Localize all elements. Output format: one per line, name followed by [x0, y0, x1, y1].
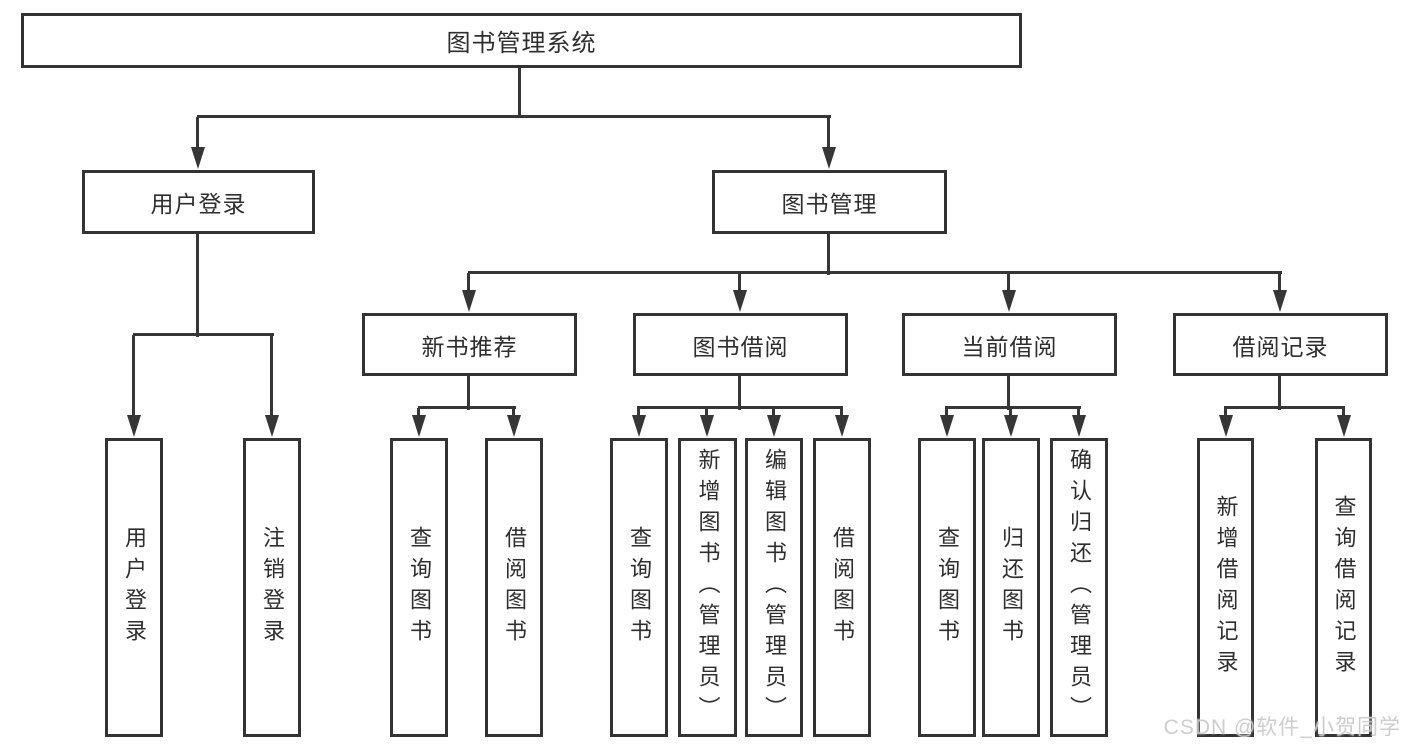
node-book-management: 图书管理 — [712, 170, 947, 234]
arrowhead-down-icon — [127, 415, 141, 437]
connector-hline — [1224, 406, 1345, 409]
connector-vline — [1278, 376, 1281, 410]
connector-vline — [196, 233, 199, 337]
leaf-current-confirm-return-admin: 确认归还（管理员） — [1050, 438, 1108, 737]
node-label: 借阅记录 — [1232, 333, 1329, 360]
leaf-label: 归还图书 — [999, 525, 1024, 650]
node-label: 图书管理系统 — [446, 30, 597, 57]
connector-vline — [518, 68, 521, 118]
arrowhead-down-icon — [822, 147, 836, 169]
leaf-current-query-book: 查询图书 — [918, 438, 976, 737]
connector-arrow-stem — [1342, 408, 1345, 417]
node-new-book-recommend: 新书推荐 — [362, 313, 577, 376]
node-user-login: 用户登录 — [82, 170, 315, 234]
leaf-label: 确认归还（管理员） — [1067, 448, 1092, 727]
connector-arrow-stem — [1224, 408, 1227, 417]
arrowhead-down-icon — [835, 415, 849, 437]
connector-arrow-stem — [512, 408, 515, 417]
arrowhead-down-icon — [940, 415, 954, 437]
connector-arrow-stem — [132, 335, 135, 417]
leaf-label: 查询借阅记录 — [1331, 494, 1357, 681]
arrowhead-down-icon — [265, 415, 279, 437]
connector-vline — [467, 376, 470, 410]
leaf-borrow-edit-book-admin: 编辑图书（管理员） — [745, 438, 803, 737]
arrowhead-down-icon — [1273, 290, 1287, 312]
connector-hline — [418, 406, 516, 409]
node-label: 新书推荐 — [421, 333, 518, 360]
leaf-label: 查询图书 — [935, 525, 960, 650]
node-label: 当前借阅 — [961, 333, 1058, 360]
arrowhead-down-icon — [191, 147, 205, 169]
arrowhead-down-icon — [1072, 415, 1086, 437]
leaf-label: 新增图书（管理员） — [695, 448, 721, 727]
leaf-current-return-book: 归还图书 — [982, 438, 1040, 737]
leaf-borrow-query-book: 查询图书 — [610, 438, 668, 737]
arrowhead-down-icon — [1219, 415, 1233, 437]
leaf-label: 借阅图书 — [830, 525, 855, 650]
connector-arrow-stem — [1007, 273, 1010, 292]
connector-arrow-stem — [1009, 408, 1012, 417]
connector-arrow-stem — [705, 408, 708, 417]
node-book-borrow: 图书借阅 — [633, 313, 848, 376]
connector-hline — [197, 115, 831, 118]
leaf-label: 新增借阅记录 — [1213, 494, 1239, 681]
leaf-records-query-record: 查询借阅记录 — [1315, 438, 1372, 737]
connector-arrow-stem — [1077, 408, 1080, 417]
node-label: 图书管理 — [781, 191, 878, 217]
connector-arrow-stem — [417, 408, 420, 417]
connector-arrow-stem — [270, 335, 273, 417]
connector-arrow-stem — [196, 117, 199, 149]
node-label: 用户登录 — [150, 191, 247, 217]
connector-vline — [1007, 376, 1010, 410]
node-borrow-records: 借阅记录 — [1173, 313, 1388, 376]
arrowhead-down-icon — [1002, 290, 1016, 312]
leaf-records-add-record: 新增借阅记录 — [1197, 438, 1254, 737]
csdn-watermark: CSDN @软件_小贺同学 — [1163, 716, 1401, 739]
arrowhead-down-icon — [632, 415, 646, 437]
connector-hline — [133, 333, 274, 336]
connector-arrow-stem — [840, 408, 843, 417]
arrowhead-down-icon — [1337, 415, 1351, 437]
leaf-label: 用户登录 — [122, 525, 147, 650]
leaf-label: 查询图书 — [627, 525, 652, 650]
arrowhead-down-icon — [700, 415, 714, 437]
leaf-label: 注销登录 — [260, 525, 285, 650]
arrowhead-down-icon — [1004, 415, 1018, 437]
node-root-system: 图书管理系统 — [21, 13, 1022, 68]
connector-hline — [468, 271, 1282, 274]
leaf-label: 借阅图书 — [502, 525, 527, 650]
connector-arrow-stem — [738, 273, 741, 292]
leaf-label: 编辑图书（管理员） — [762, 448, 787, 727]
connector-arrow-stem — [637, 408, 640, 417]
node-current-borrow: 当前借阅 — [902, 313, 1117, 376]
connector-hline — [945, 406, 1081, 409]
connector-vline — [827, 234, 830, 275]
arrowhead-down-icon — [733, 290, 747, 312]
node-label: 图书借阅 — [692, 333, 789, 360]
arrowhead-down-icon — [412, 415, 426, 437]
leaf-recommend-borrow-book: 借阅图书 — [485, 438, 543, 737]
connector-arrow-stem — [1278, 273, 1281, 292]
leaf-borrow-add-book-admin: 新增图书（管理员） — [678, 438, 737, 737]
connector-hline — [637, 406, 843, 409]
leaf-user-login: 用户登录 — [105, 438, 163, 737]
leaf-label: 查询图书 — [407, 525, 432, 650]
leaf-logout: 注销登录 — [243, 438, 301, 737]
connector-arrow-stem — [467, 273, 470, 292]
leaf-recommend-query-book: 查询图书 — [390, 438, 448, 737]
leaf-borrow-borrow-book: 借阅图书 — [813, 438, 871, 737]
connector-vline — [738, 376, 741, 410]
arrowhead-down-icon — [507, 415, 521, 437]
connector-arrow-stem — [827, 117, 830, 149]
connector-arrow-stem — [772, 408, 775, 417]
connector-arrow-stem — [945, 408, 948, 417]
arrowhead-down-icon — [767, 415, 781, 437]
arrowhead-down-icon — [462, 290, 476, 312]
